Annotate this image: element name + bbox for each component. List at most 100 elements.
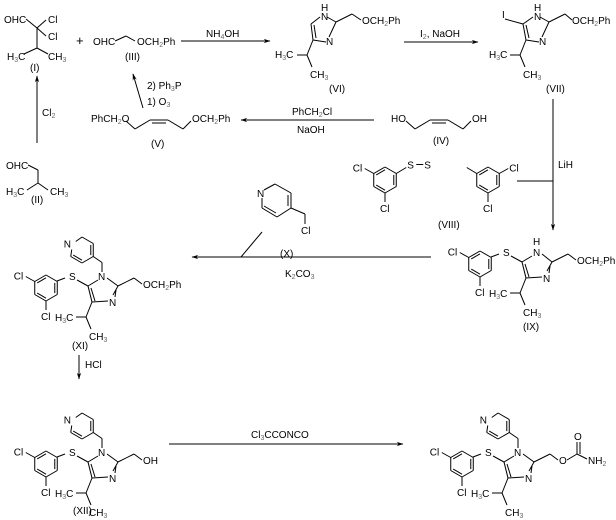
bond	[106, 277, 119, 287]
bond	[45, 450, 58, 458]
sulfur-atom: S	[503, 248, 510, 259]
reagent-k2co3: K2CO3	[285, 269, 315, 281]
bond	[479, 270, 492, 278]
bond	[492, 455, 505, 463]
bond	[396, 167, 407, 174]
bond	[85, 316, 92, 330]
atom-label: H3C	[489, 289, 507, 301]
bond	[461, 470, 474, 478]
bond	[364, 168, 374, 174]
reagent-benzyl-chloride: PhCH2Cl	[292, 107, 332, 119]
compound-X: N Cl (X)	[257, 183, 310, 260]
svg-text:CH3: CH3	[48, 52, 66, 64]
bond	[87, 279, 99, 287]
bond	[375, 169, 386, 176]
svg-text:H3C: H3C	[489, 50, 507, 62]
amine-group: NH2	[588, 456, 606, 468]
bond	[114, 35, 127, 42]
bond	[70, 256, 83, 264]
chloro-group: Cl	[41, 488, 50, 499]
compound-III: OHC OCH2Ph (III)	[93, 35, 175, 63]
bond	[452, 453, 463, 460]
compound-label: (I)	[30, 63, 39, 74]
chloro-group: Cl	[483, 204, 492, 215]
compound-label: (VI)	[329, 84, 345, 95]
svg-text:N: N	[257, 189, 264, 200]
bond	[34, 470, 47, 478]
chloro-group: Cl	[41, 312, 50, 323]
bond	[459, 252, 469, 258]
compound-IV: HO OH (IV)	[391, 114, 487, 147]
bond	[491, 412, 499, 418]
bond	[70, 425, 73, 433]
bond	[488, 430, 499, 437]
bond	[45, 470, 58, 478]
bond	[521, 261, 527, 279]
bond	[34, 450, 47, 458]
reagent-trichloroacetyl-isocyanate: Cl3CCONCO	[251, 430, 309, 442]
bond	[521, 255, 533, 263]
bond	[106, 453, 119, 463]
sulfur-atom: S	[424, 161, 431, 172]
reagent-naoh: NaOH	[297, 125, 325, 136]
compound-label: (III)	[125, 52, 140, 63]
bond	[36, 292, 47, 299]
imidazole-nitrogen: N	[533, 248, 540, 259]
reagent-join-line	[240, 231, 263, 258]
svg-text:OCH2Ph: OCH2Ph	[137, 37, 175, 49]
bond	[45, 294, 58, 302]
bond	[566, 453, 578, 461]
atom-label: H3C	[55, 313, 73, 325]
bond	[85, 301, 93, 318]
benzyloxy-group: OCH2Ph	[577, 256, 615, 268]
bond	[478, 169, 489, 176]
bond	[503, 455, 515, 463]
compound-label: (XI)	[72, 341, 88, 352]
bond	[470, 268, 481, 275]
bond	[524, 263, 530, 278]
bond	[476, 166, 489, 174]
bond	[476, 186, 489, 194]
imidazole-nitrogen: N	[98, 272, 105, 283]
bond	[90, 287, 96, 302]
svg-text:OCH2Ph: OCH2Ph	[572, 16, 610, 28]
bond	[497, 432, 510, 440]
bond	[441, 452, 451, 458]
imidazole-nitrogen: N	[514, 448, 521, 459]
bond	[461, 450, 474, 458]
bond	[450, 470, 463, 478]
bond	[373, 186, 386, 194]
bond	[114, 465, 117, 474]
bond	[36, 468, 47, 475]
bond	[470, 253, 481, 260]
bond	[468, 250, 481, 258]
bond	[81, 412, 94, 420]
bond	[510, 255, 523, 263]
chloro-group: Cl	[475, 288, 484, 299]
bond	[90, 463, 96, 478]
compound-II: OHC H3C CH3 (II)	[6, 161, 68, 206]
bond	[56, 453, 66, 458]
bond	[503, 461, 509, 479]
bond	[76, 455, 89, 463]
bond	[519, 292, 526, 306]
reagent-hcl: HCl	[85, 360, 102, 371]
bond	[92, 256, 103, 263]
reagent-ph3p: 2) Ph3P	[147, 81, 182, 93]
atom-label: CH3	[523, 308, 541, 320]
bond	[81, 236, 94, 244]
nh-hydrogen: H	[533, 237, 540, 248]
compound-label: (V)	[151, 139, 164, 150]
bond	[468, 270, 481, 278]
bond	[507, 476, 525, 479]
svg-text:N: N	[534, 12, 541, 23]
compound-V: PhCH2O OCH2Ph (V)	[91, 114, 230, 150]
bond	[533, 453, 551, 463]
compound-label: (VIII)	[438, 220, 460, 231]
bond	[384, 186, 397, 194]
reagent-cl2: Cl2	[42, 108, 55, 120]
bond	[384, 166, 397, 174]
